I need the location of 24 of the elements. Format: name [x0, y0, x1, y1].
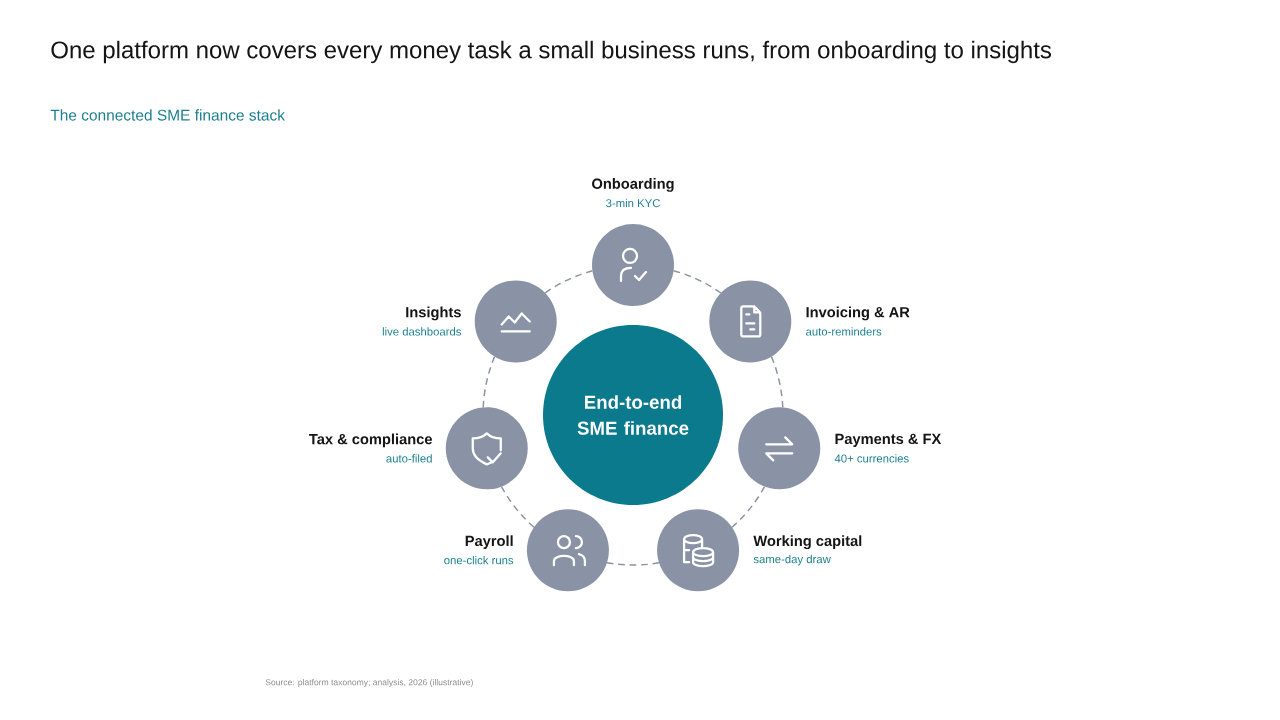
dashed-arc	[672, 269, 722, 294]
stage-subtitle: auto-reminders	[806, 327, 882, 336]
subtitle: The connected SME finance stack	[50, 109, 285, 121]
dashed-arc	[500, 485, 535, 528]
dashed-arc	[731, 485, 766, 528]
stage-title: Payroll	[465, 535, 513, 549]
stage-subtitle: live dashboards	[382, 327, 461, 336]
stage-title: Invoicing & AR	[806, 306, 910, 321]
stage-subtitle: same-day draw	[753, 554, 831, 566]
dashed-arc	[770, 355, 784, 409]
stage-title: Tax & compliance	[309, 433, 432, 448]
stage-subtitle: auto-filed	[386, 454, 432, 463]
dashed-arc	[544, 269, 594, 294]
stage-title: Working capital	[753, 535, 862, 549]
dashed-arc	[482, 355, 496, 409]
stage-subtitle: 3-min KYC	[606, 198, 660, 208]
stage-title: Insights	[406, 306, 461, 321]
stage-subtitle: one-click runs	[444, 555, 514, 565]
stage-subtitle: 40+ currencies	[834, 454, 909, 463]
stage-title: Onboarding	[592, 178, 674, 192]
dashed-arc	[606, 562, 660, 566]
source-note: Source: platform taxonomy; analysis, 2026 (illustrative)	[265, 679, 473, 687]
stage-title: Payments & FX	[835, 433, 942, 447]
title: One platform now covers every money task a small business runs, from onboarding to insights	[51, 40, 1052, 64]
